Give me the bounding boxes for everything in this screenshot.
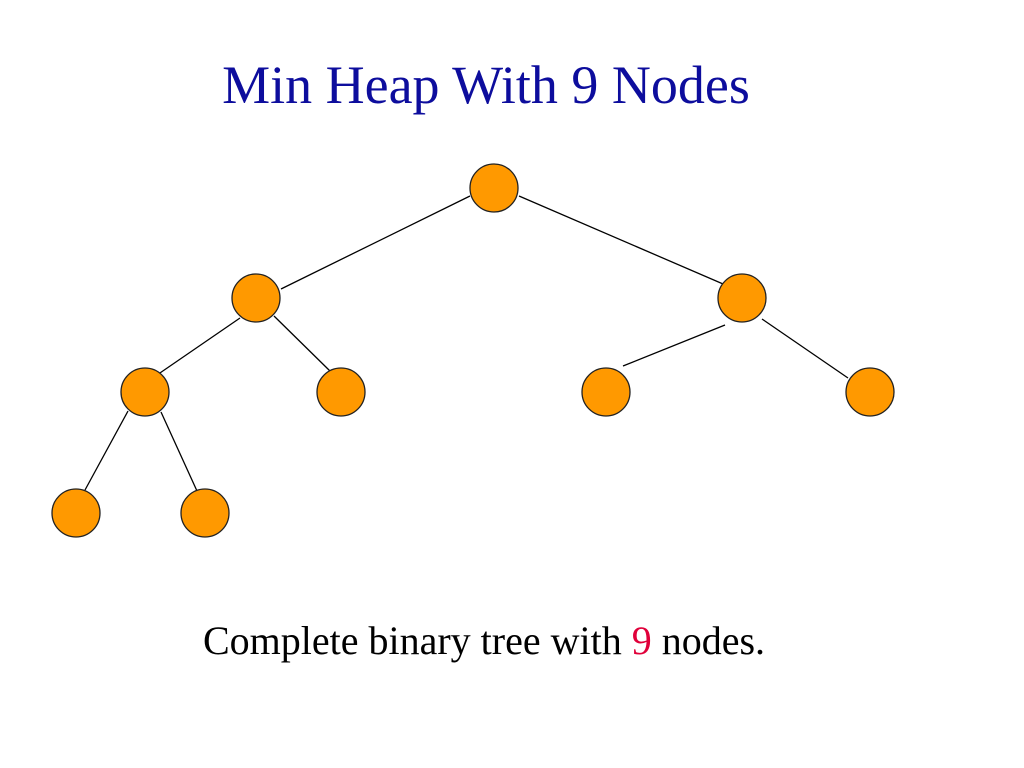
slide-title: Min Heap With 9 Nodes <box>222 55 750 115</box>
tree-nodes <box>51 163 895 538</box>
tree-edge-n2-n4 <box>156 317 241 376</box>
caption-node-count: 9 <box>631 618 652 663</box>
tree-node-n1 <box>469 163 519 213</box>
tree-node-n2 <box>231 273 281 323</box>
tree-node-n3 <box>717 273 767 323</box>
tree-node-n7 <box>845 367 895 417</box>
caption-text-before: Complete binary tree with <box>202 618 622 663</box>
tree-edge-n4-n9 <box>160 411 198 492</box>
tree-node-n5 <box>316 367 366 417</box>
tree-node-n6 <box>581 367 631 417</box>
tree-node-n8 <box>51 488 101 538</box>
tree-edge-n3-n6 <box>622 324 726 367</box>
tree-edge-n2-n5 <box>273 315 332 373</box>
tree-edges <box>84 195 849 492</box>
tree-edge-n1-n3 <box>518 195 738 291</box>
tree-edge-n1-n2 <box>280 195 471 290</box>
tree-node-n9 <box>180 488 230 538</box>
caption: Complete binary tree with 9 nodes. <box>0 621 968 661</box>
tree-edge-n3-n7 <box>761 318 849 379</box>
tree-edge-n4-n8 <box>84 410 129 491</box>
caption-text-after: nodes. <box>661 618 766 663</box>
tree-node-n4 <box>120 367 170 417</box>
